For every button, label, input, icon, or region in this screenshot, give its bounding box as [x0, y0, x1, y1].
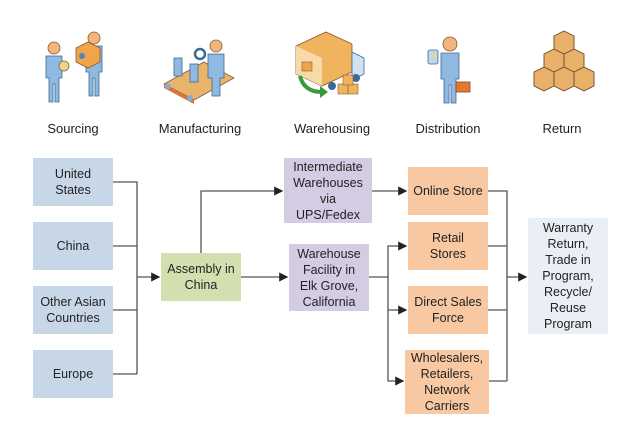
delivery-truck-icon	[292, 18, 372, 108]
stage-label-distribution: Distribution	[415, 121, 481, 136]
connector-facility-direct	[387, 277, 408, 315]
stage-label-sourcing: Sourcing	[47, 121, 99, 136]
source-europe: Europe	[33, 350, 113, 398]
stage-label-return: Return	[542, 121, 582, 136]
channel-online-store: Online Store	[408, 167, 488, 215]
source-china: China	[33, 222, 113, 270]
salesperson-with-briefcase-icon	[414, 18, 494, 108]
connector-us	[113, 181, 138, 374]
assembly-in-china: Assembly in China	[161, 253, 241, 301]
intermediate-warehouses: Intermediate Warehouses via UPS/Fedex	[284, 158, 372, 223]
people-exchanging-box-icon	[34, 18, 114, 108]
connector-facility-retail	[387, 241, 408, 277]
return-program: Warranty Return, Trade in Program, Recyc…	[528, 218, 608, 334]
warehouse-facility-elk-grove: Warehouse Facility in Elk Grove, Califor…	[289, 244, 369, 311]
source-other-asian-countries: Other Asian Countries	[33, 286, 113, 334]
assembly-line-worker-icon	[160, 18, 240, 108]
connector-assembly-intermediate	[200, 186, 284, 253]
stage-label-warehousing: Warehousing	[293, 121, 371, 136]
connector-online-return	[488, 190, 508, 381]
stacked-boxes-icon	[524, 18, 604, 108]
channel-direct-sales-force: Direct Sales Force	[408, 286, 488, 334]
channel-retail-stores: Retail Stores	[408, 222, 488, 270]
stage-label-manufacturing: Manufacturing	[158, 121, 242, 136]
source-united-states: United States	[33, 158, 113, 206]
channel-wholesalers-retailers-carriers: Wholesalers, Retailers, Network Carriers	[405, 350, 489, 414]
connector-facility-wholesale	[387, 310, 405, 386]
